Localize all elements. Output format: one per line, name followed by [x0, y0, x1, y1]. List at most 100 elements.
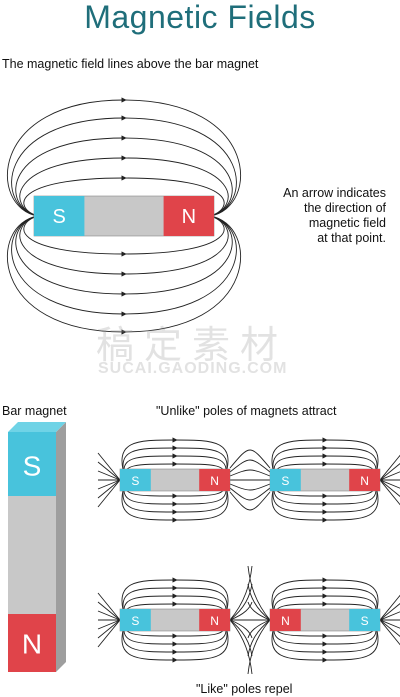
field-line	[229, 619, 253, 657]
field-line	[272, 479, 378, 515]
south-pole-label: S	[281, 474, 289, 488]
field-line	[97, 479, 121, 499]
field-line	[23, 215, 225, 257]
field-line	[273, 479, 377, 507]
field-line	[11, 215, 237, 317]
field-line	[229, 583, 253, 621]
south-pole-label: S	[131, 614, 139, 628]
field-line	[247, 583, 271, 621]
magnet-right-pole	[199, 609, 230, 631]
arrow-note-line: magnetic field	[308, 216, 386, 230]
field-line	[229, 487, 271, 501]
field-line	[229, 491, 271, 511]
field-line	[123, 593, 227, 621]
south-pole-label: S	[131, 474, 139, 488]
like-poles-caption: "Like" poles repel	[196, 682, 293, 696]
magnet-side	[56, 422, 66, 672]
field-line	[379, 463, 400, 481]
arrow-note: An arrow indicates the direction of magn…	[270, 186, 386, 246]
field-line	[229, 565, 253, 621]
field-line	[247, 601, 271, 621]
field-line	[229, 469, 271, 477]
magnet-top	[8, 422, 66, 432]
field-line	[6, 97, 242, 217]
field-line	[271, 479, 379, 523]
field-line	[97, 601, 121, 621]
field-line	[123, 453, 227, 481]
field-line	[229, 483, 271, 491]
field-line	[379, 479, 400, 497]
field-line	[121, 577, 229, 621]
field-line	[122, 445, 228, 481]
arrow-note-line: An arrow indicates	[283, 186, 386, 200]
field-lines	[6, 97, 400, 675]
field-line	[271, 619, 379, 663]
field-line	[379, 619, 400, 637]
page-title: Magnetic Fields	[84, 0, 316, 35]
south-pole-label: S	[53, 206, 66, 228]
magnet-right-pole	[349, 609, 380, 631]
field-line	[97, 619, 121, 648]
magnet-right-pole	[349, 469, 380, 491]
field-line	[97, 619, 121, 630]
field-line	[97, 452, 121, 481]
field-line	[273, 593, 377, 621]
field-line	[11, 115, 237, 217]
field-line	[15, 135, 233, 217]
north-pole-label: N	[281, 614, 290, 628]
arrow-note-line: at that point.	[317, 231, 386, 245]
field-line	[247, 565, 271, 621]
field-line	[15, 215, 233, 297]
vertical-bar-magnet: SN	[8, 422, 66, 672]
unlike-poles-caption: "Unlike" poles of magnets attract	[156, 404, 337, 418]
field-line	[19, 155, 229, 217]
magnet-left-pole	[270, 609, 301, 631]
field-line	[379, 471, 400, 481]
field-line	[229, 459, 271, 473]
field-line	[272, 619, 378, 655]
field-line	[122, 585, 228, 621]
field-line	[379, 611, 400, 621]
field-line	[247, 619, 271, 675]
field-line	[97, 592, 121, 621]
watermark-cn: 稿定素材	[96, 323, 289, 367]
magnet-right-pole	[199, 469, 230, 491]
field-line	[379, 479, 400, 489]
north-pole-label: N	[22, 629, 42, 660]
watermark-en: SUCAI.GAODING.COM	[98, 360, 288, 377]
field-line	[97, 619, 121, 639]
field-line	[247, 619, 271, 639]
field-line	[271, 437, 379, 481]
north-pole-label: N	[182, 206, 196, 228]
field-line	[273, 453, 377, 481]
magnet-left-pole	[34, 196, 85, 236]
field-line	[122, 479, 228, 515]
field-line	[272, 445, 378, 481]
field-line	[379, 619, 400, 629]
field-line	[272, 585, 378, 621]
north-pole-label: N	[210, 474, 219, 488]
field-line	[123, 619, 227, 647]
field-line	[379, 619, 400, 646]
north-pole-label: N	[210, 614, 219, 628]
field-line	[121, 437, 229, 481]
magnet-left-pole	[120, 469, 151, 491]
field-line	[19, 215, 229, 277]
bar-magnet-caption: Bar magnet	[2, 404, 67, 418]
field-line	[379, 479, 400, 506]
field-line	[229, 619, 253, 675]
field-line	[23, 175, 225, 217]
field-line	[229, 619, 253, 639]
field-line	[97, 470, 121, 481]
south-pole-label: S	[361, 614, 369, 628]
field-line	[97, 479, 121, 490]
field-line	[6, 215, 242, 335]
field-line	[121, 619, 229, 663]
